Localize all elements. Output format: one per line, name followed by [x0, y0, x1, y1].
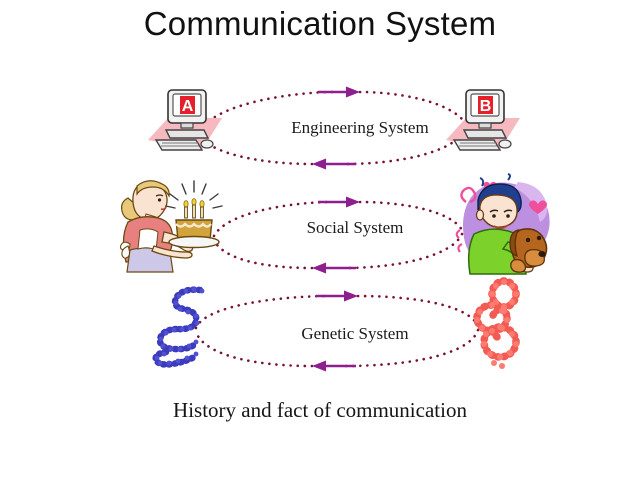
row-social-system: Social System: [0, 173, 640, 276]
row-genetic-system: Genetic System: [0, 277, 640, 382]
genetic-loop-arrows: [194, 290, 480, 372]
woman-with-cake-icon: [106, 172, 226, 273]
boy-with-dog-icon: [452, 173, 556, 275]
chromosome-red-icon: [466, 277, 532, 370]
computer-a-icon: A: [144, 86, 226, 160]
row-label-engineering: Engineering System: [291, 118, 429, 137]
engineering-loop-arrows: [198, 86, 468, 170]
computer-screen-letter: B: [480, 98, 492, 115]
dna-strand-blue-icon: [144, 282, 224, 368]
page-title: Communication System: [143, 5, 497, 42]
row-label-genetic: Genetic System: [301, 324, 409, 343]
slide-caption: History and fact of communication: [173, 398, 467, 422]
row-engineering-system: A B: [0, 78, 640, 178]
row-label-social: Social System: [306, 218, 404, 237]
computer-screen-letter: A: [182, 98, 194, 115]
social-loop-arrows: [212, 196, 464, 274]
computer-b-icon: B: [442, 86, 524, 160]
